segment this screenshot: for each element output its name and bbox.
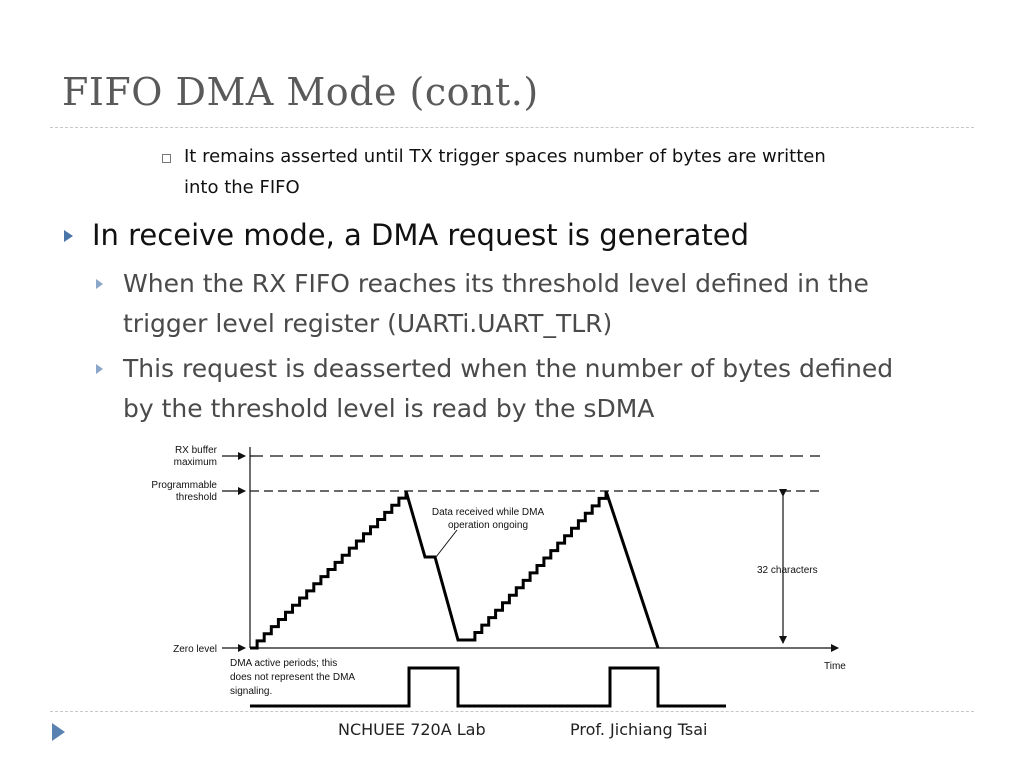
nav-arrow-icon[interactable] <box>52 723 65 741</box>
rx-buffer-label-2: maximum <box>174 457 217 468</box>
tx-note-line-2: into the FIFO <box>184 177 300 198</box>
dma-note-line-2: does not represent the DMA <box>230 672 355 683</box>
footer-divider <box>50 711 974 712</box>
triangle-bullet-icon <box>96 364 103 374</box>
zero-level-label: Zero level <box>173 644 217 655</box>
dma-note-line-1: DMA active periods; this <box>230 658 337 669</box>
rx-point-2-line-1: This request is deasserted when the numb… <box>123 354 894 383</box>
footer-lab: NCHUEE 720A Lab <box>338 720 486 739</box>
receive-heading: In receive mode, a DMA request is genera… <box>92 218 750 252</box>
time-label: Time <box>824 661 846 672</box>
rx-buffer-label-1: RX buffer <box>175 445 218 456</box>
threshold-label-1: Programmable <box>151 480 217 491</box>
slide-title: FIFO DMA Mode (cont.) <box>62 70 539 114</box>
rx-point-1-line-2: trigger level register (UARTi.UART_TLR) <box>123 309 613 338</box>
characters-label: 32 characters <box>757 565 818 576</box>
fifo-level-waveform <box>250 490 660 650</box>
tx-note-line-1: It remains asserted until TX trigger spa… <box>184 146 826 167</box>
rx-point-2-line-2: by the threshold level is read by the sD… <box>123 394 655 423</box>
threshold-label-2: threshold <box>176 492 217 503</box>
footer-author: Prof. Jichiang Tsai <box>570 720 708 739</box>
annotation-label-1: Data received while DMA <box>432 507 545 518</box>
title-divider <box>50 127 974 128</box>
triangle-bullet-icon <box>96 279 103 289</box>
dma-note-line-3: signaling. <box>230 686 272 697</box>
triangle-bullet-icon <box>64 230 73 242</box>
square-bullet-icon <box>162 154 171 163</box>
annotation-pointer <box>435 529 458 558</box>
annotation-label-2: operation ongoing <box>448 520 528 531</box>
rx-point-1-line-1: When the RX FIFO reaches its threshold l… <box>123 269 869 298</box>
dma-active-pulses <box>250 666 726 708</box>
